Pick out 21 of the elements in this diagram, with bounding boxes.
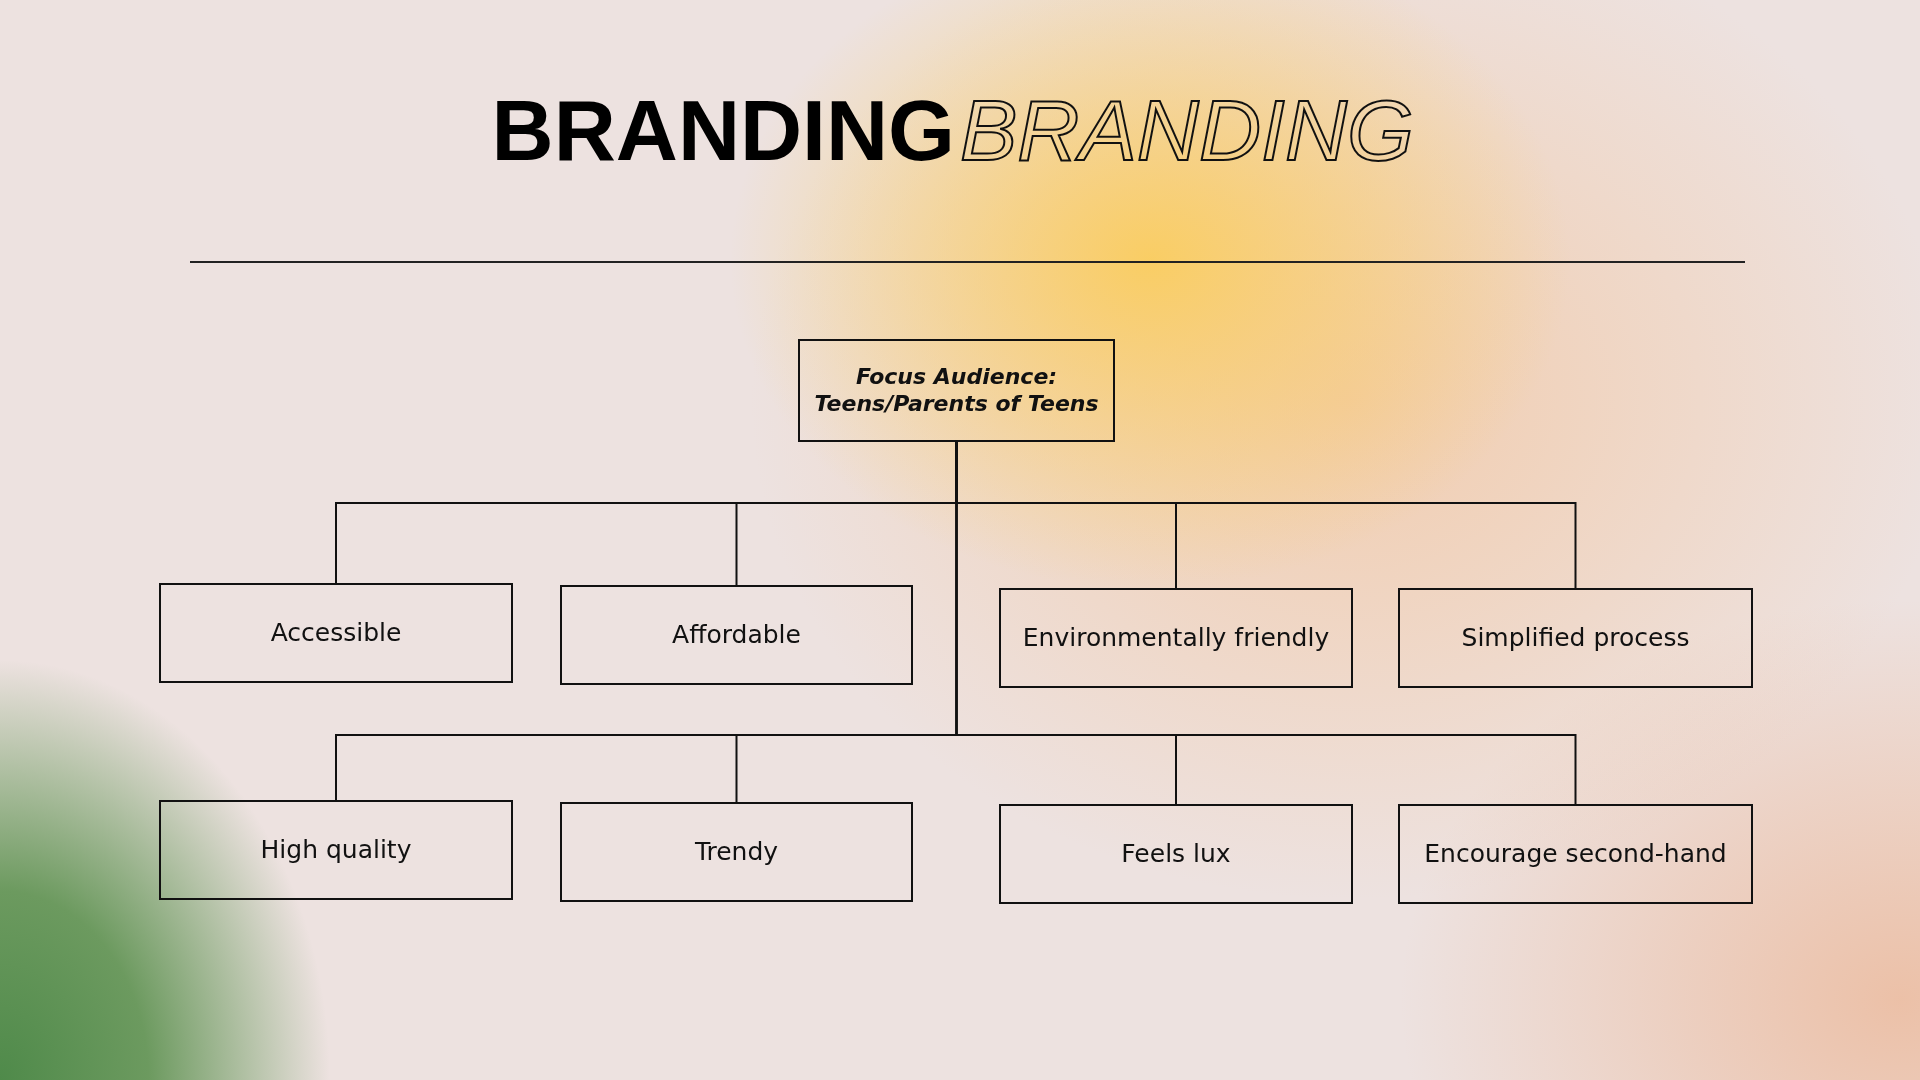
root-box: [798, 339, 1115, 442]
box-label: Feels lux: [1121, 839, 1231, 869]
category-box: [560, 585, 913, 685]
category-box: [999, 804, 1353, 904]
category-box: [1398, 804, 1753, 904]
box-label: Encourage second-hand: [1424, 839, 1727, 869]
box-label: Simplified process: [1461, 623, 1690, 653]
category-box: [560, 802, 913, 902]
category-box: [159, 800, 513, 900]
box-label: Affordable: [672, 620, 801, 650]
box-label: Accessible: [270, 618, 402, 648]
mirrored-title: BRANDING: [490, 81, 955, 180]
box-label: Trendy: [694, 837, 779, 867]
box-label: Environmentally friendly: [1022, 623, 1330, 653]
box-label: High quality: [260, 835, 412, 865]
outlined-title: BRANDING: [960, 81, 1414, 180]
category-box: [159, 583, 513, 683]
connector-line: [955, 441, 1577, 805]
category-box: [1398, 588, 1753, 688]
box-label: Focus Audience: Teens/Parents of Teens: [813, 364, 1100, 417]
category-box: [999, 588, 1353, 688]
